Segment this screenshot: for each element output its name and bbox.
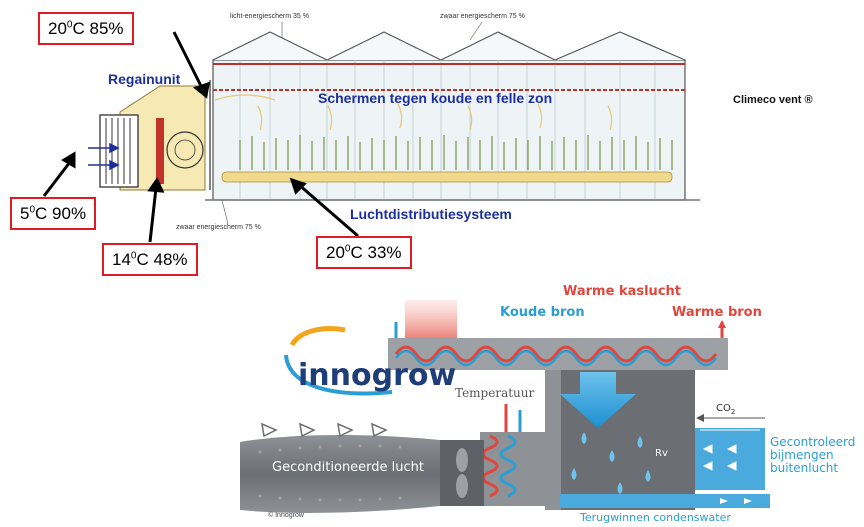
innogrow-brand: innogrow <box>298 358 457 393</box>
rv-label: Rv <box>655 448 668 459</box>
screens-label: Schermen tegen koude en felle zon <box>318 90 553 106</box>
light-screen-label: licht-energiescherm 35 % <box>230 13 309 20</box>
condensate-channel <box>560 494 770 508</box>
temperature-label: Temperatuur <box>455 386 535 400</box>
warm-source-label: Warme bron <box>672 305 762 320</box>
greenhouse-roofs <box>212 31 686 61</box>
climeco-label: Climeco vent ® <box>733 94 813 106</box>
warm-air-label: Warme kaslucht <box>563 284 681 299</box>
callout-arrows <box>42 31 359 243</box>
callout-box-1: 200C 85% <box>38 12 134 45</box>
cold-source-label: Koude bron <box>500 305 585 320</box>
exchanger-coil <box>394 345 718 363</box>
regainunit-label: Regainunit <box>108 71 181 87</box>
temperature-coil <box>481 434 499 498</box>
callout-box-3: 140C 48% <box>102 243 198 276</box>
conditioned-air-label: Geconditioneerde lucht <box>272 460 425 475</box>
callout-box-4: 200C 33% <box>316 236 412 269</box>
heavy-screen-bottom-label: zwaar energiescherm 75 % <box>176 224 261 231</box>
distribution-duct <box>221 171 673 183</box>
condensate-label: Terugwinnen condenswater <box>580 511 731 524</box>
copyright-label: © Innogrow <box>268 512 304 519</box>
plant-row <box>239 135 673 170</box>
conditioned-air-duct <box>240 435 440 513</box>
downflow-arrow <box>560 372 636 428</box>
outside-air-inlet <box>695 428 765 490</box>
co2-label: CO2 <box>716 403 736 416</box>
air-outlet-markers <box>261 422 388 438</box>
heavy-screen-top-label: zwaar energiescherm 75 % <box>440 13 525 20</box>
callout-box-2: 50C 90% <box>10 197 97 230</box>
outside-air-label: Gecontroleerd bijmengen buitenlucht <box>770 435 856 475</box>
innogrow-logo-mark <box>284 326 393 396</box>
water-droplets <box>571 432 651 494</box>
distribution-label: Luchtdistributiesysteem <box>350 206 512 222</box>
regain-unit-drawing <box>99 80 211 191</box>
greenhouse-illustration <box>42 21 700 243</box>
